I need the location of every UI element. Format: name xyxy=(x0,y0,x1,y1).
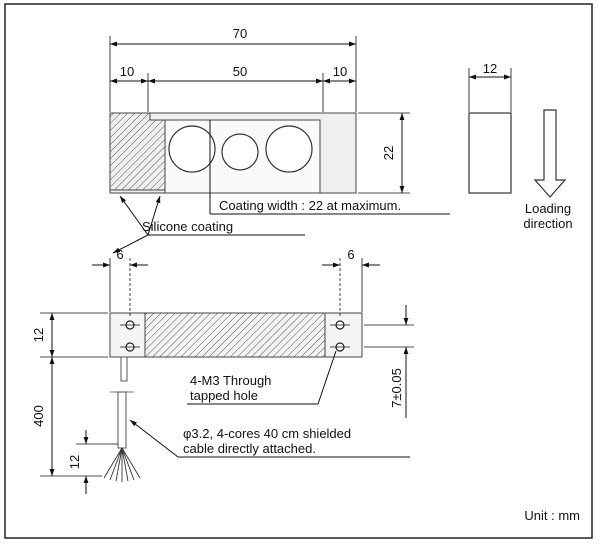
dim-cable-length: 400 xyxy=(31,405,46,427)
coating-width-label: Coating width : 22 at maximum. xyxy=(219,198,401,213)
holes-label-line2: tapped hole xyxy=(190,388,258,403)
cable-leader xyxy=(129,419,179,458)
unit-label: Unit : mm xyxy=(524,508,580,523)
silicone-coating-area xyxy=(109,112,166,191)
cable-strands xyxy=(103,447,141,482)
dim-hole-offset-left: 6 xyxy=(116,247,123,262)
dim-total-length: 70 xyxy=(233,26,247,41)
silicone-leader-1 xyxy=(119,195,149,236)
dim-strand-length: 12 xyxy=(67,455,82,469)
dim-hole-pitch: 7±0.05 xyxy=(389,368,404,408)
dim-right-margin: 10 xyxy=(333,64,347,79)
front-view xyxy=(109,112,450,215)
silicone-leader-3 xyxy=(112,234,149,254)
silicone-leader-2 xyxy=(147,195,161,236)
side-view: 12 xyxy=(468,61,512,194)
dim-left-margin: 10 xyxy=(120,64,134,79)
hole-leader xyxy=(317,350,337,405)
cable-body xyxy=(117,391,127,449)
side-profile xyxy=(468,112,512,194)
dim-side-height: 12 xyxy=(31,328,46,342)
loading-direction-arrow: Loading direction xyxy=(523,109,573,231)
holes-label-line1: 4-M3 Through xyxy=(190,373,271,388)
plan-coating-area xyxy=(144,312,326,358)
silicone-coating-label: Silicone coating xyxy=(142,219,233,234)
down-arrow-icon xyxy=(533,109,567,198)
loading-direction-line1: Loading xyxy=(525,201,571,216)
cable-label-line2: cable directly attached. xyxy=(183,441,316,456)
dim-height: 22 xyxy=(381,146,396,160)
dim-thickness: 12 xyxy=(483,61,497,76)
bore-left xyxy=(168,125,216,173)
dim-center-span: 50 xyxy=(233,64,247,79)
bore-center xyxy=(221,133,259,171)
drawing-border xyxy=(4,3,593,539)
cable-stub xyxy=(120,356,128,382)
plan-view xyxy=(103,312,363,482)
dim-hole-offset-right: 6 xyxy=(347,247,354,262)
cable-label-line1: φ3.2, 4-cores 40 cm shielded xyxy=(183,426,351,441)
bore-right xyxy=(265,125,313,173)
loading-direction-line2: direction xyxy=(523,216,572,231)
